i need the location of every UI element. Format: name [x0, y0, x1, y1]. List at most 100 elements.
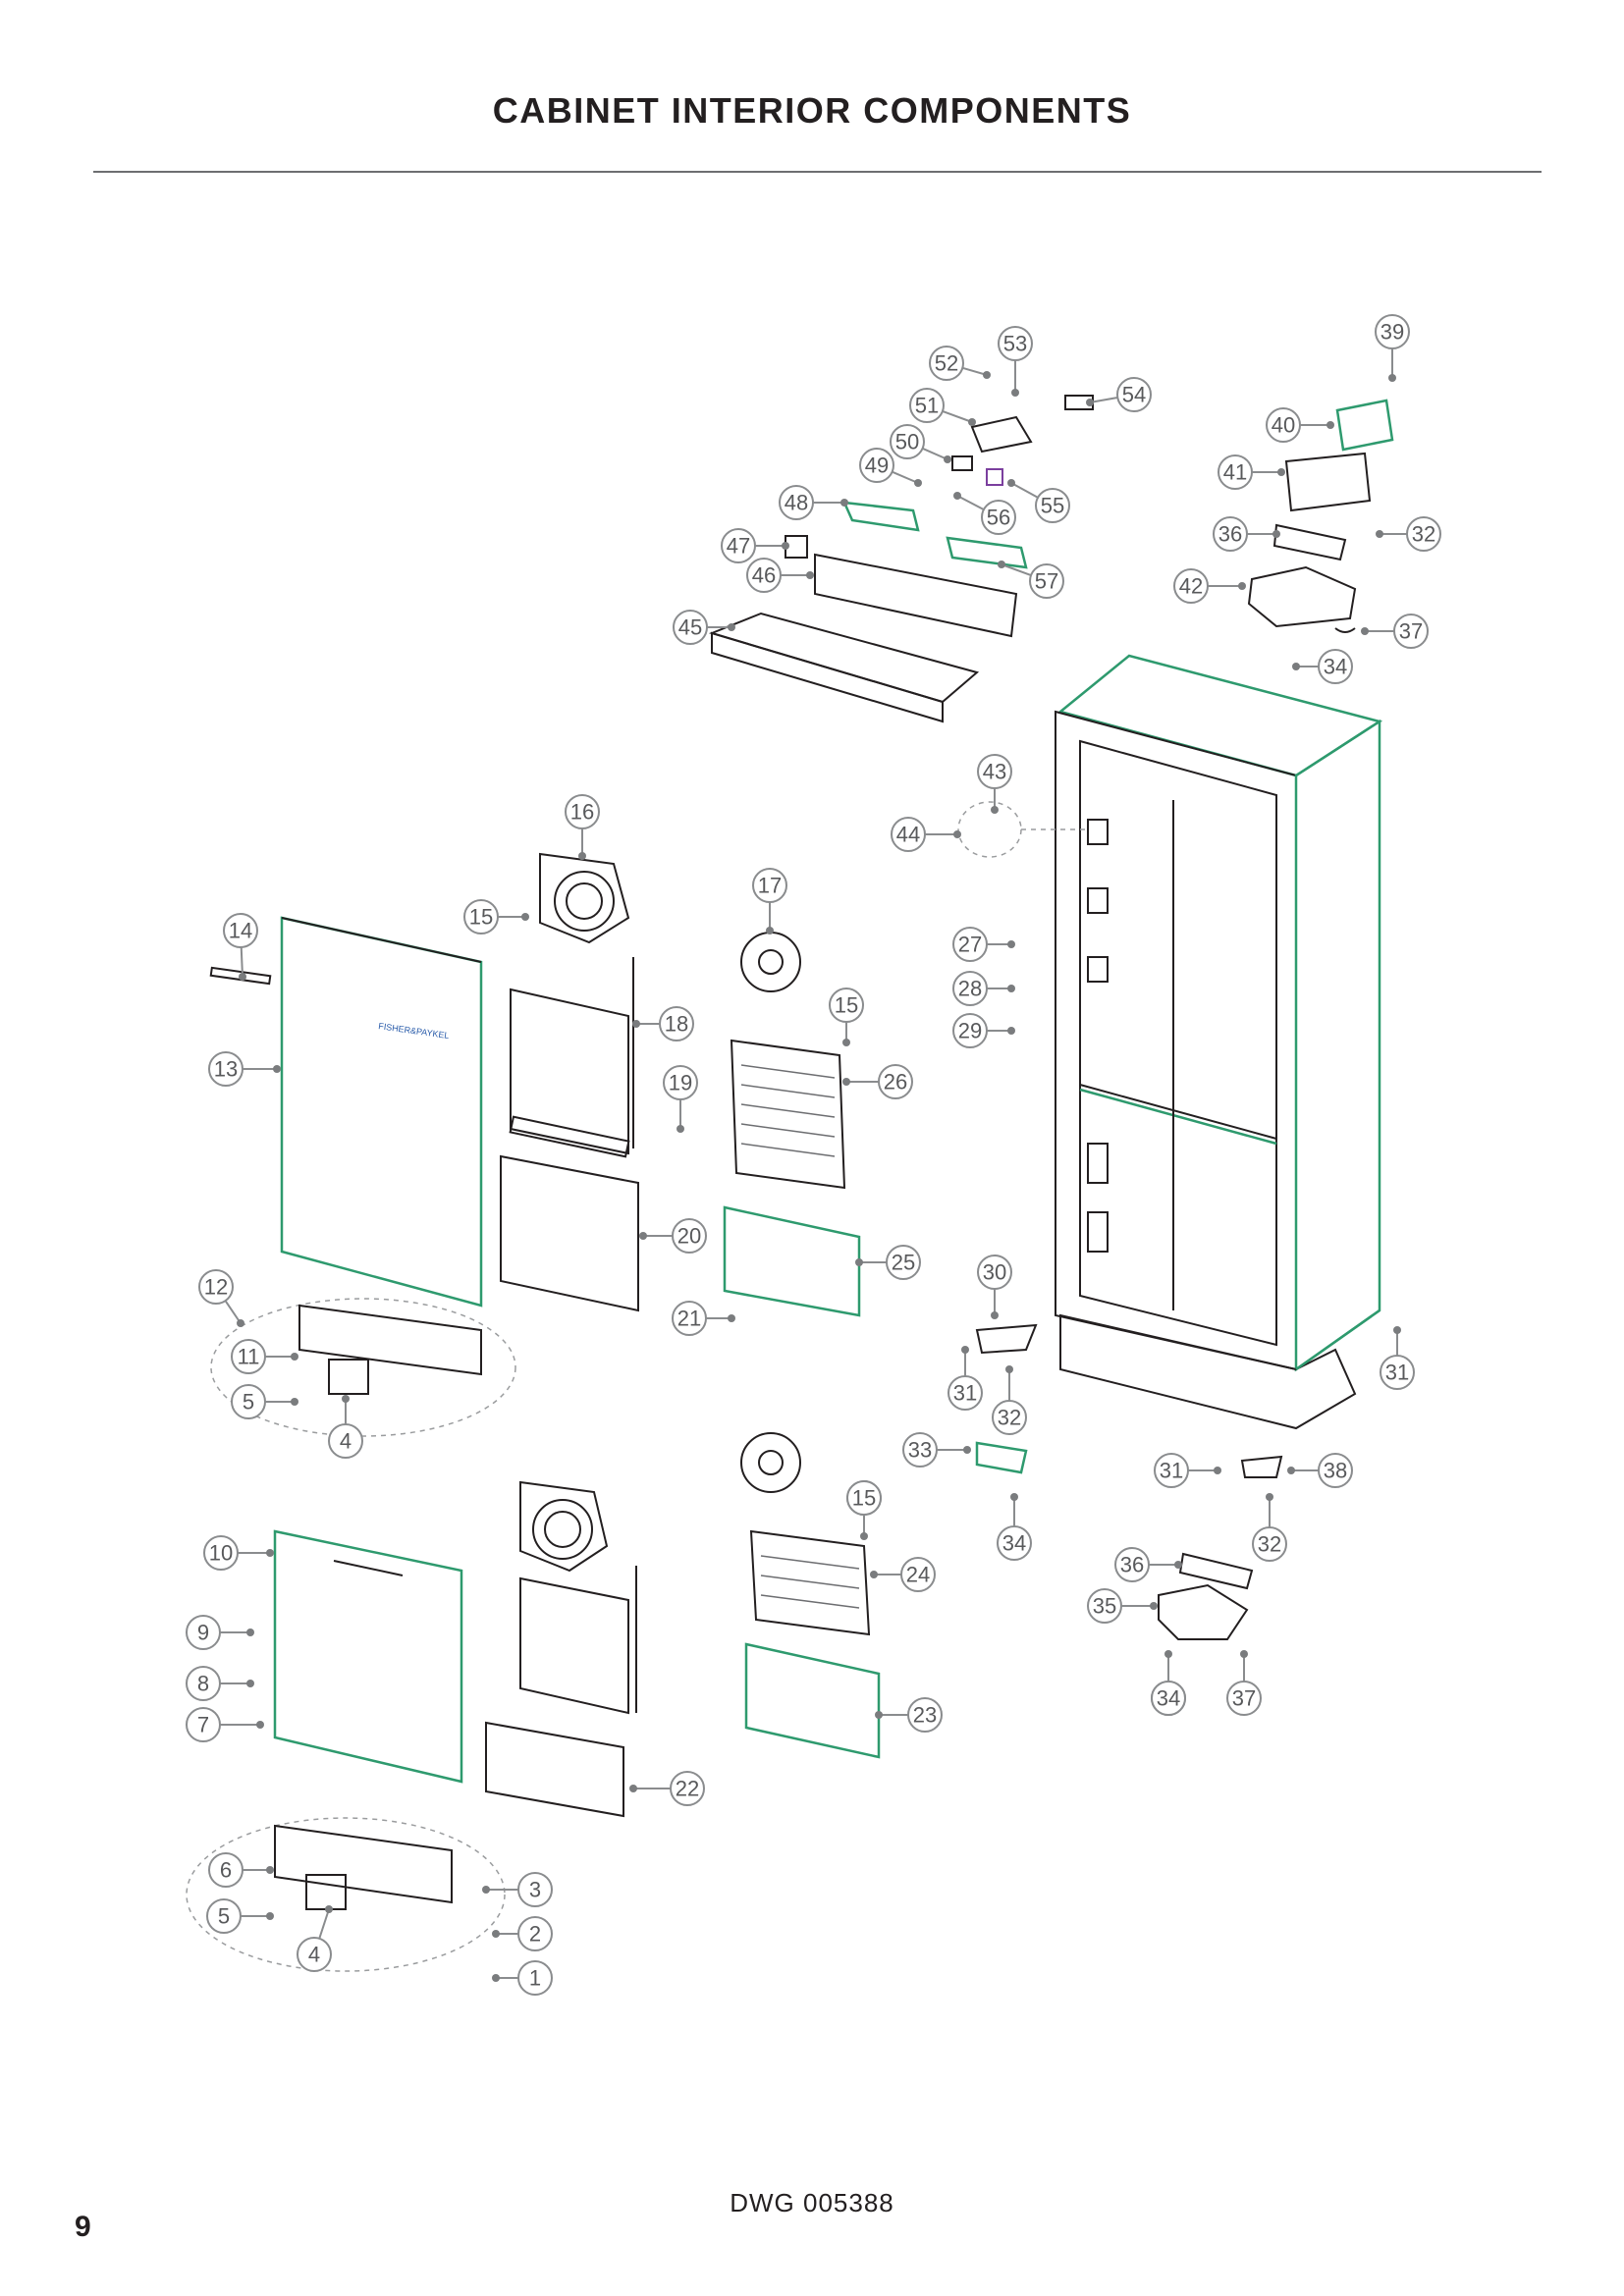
callout-number: 48 [785, 491, 808, 515]
callout-53: 53 [998, 326, 1033, 397]
callout-7: 7 [186, 1707, 264, 1742]
callout-32: 32 [992, 1365, 1027, 1435]
callout-2: 2 [492, 1916, 553, 1951]
cabinet-body [1055, 654, 1383, 1430]
callout-37: 37 [1361, 614, 1429, 649]
callout-57: 57 [998, 561, 1064, 599]
callout-4: 4 [297, 1905, 333, 1972]
callout-52: 52 [929, 346, 991, 381]
callout-26: 26 [842, 1064, 913, 1099]
callout-number: 46 [752, 563, 776, 588]
callout-number: 33 [908, 1438, 932, 1463]
callout-number: 34 [1324, 655, 1347, 679]
page-number: 9 [75, 2211, 91, 2243]
callout-19: 19 [663, 1065, 698, 1133]
callout-number: 18 [665, 1012, 688, 1037]
callout-35: 35 [1087, 1588, 1158, 1624]
callout-number: 43 [983, 760, 1006, 784]
blower-lower [519, 1480, 609, 1573]
evaporator-lower [749, 1529, 871, 1636]
callout-number: 14 [229, 919, 252, 943]
callout-number: 41 [1223, 460, 1247, 485]
bracket-38 [1240, 1455, 1283, 1478]
callout-number: 55 [1041, 494, 1064, 518]
door-panel-upper: FISHER&PAYKEL [209, 916, 483, 1308]
page-title: CABINET INTERIOR COMPONENTS [492, 90, 1132, 131]
callout-32: 32 [1376, 516, 1441, 552]
callout-number: 34 [1002, 1531, 1026, 1556]
callout-34: 34 [997, 1493, 1032, 1561]
callout-number: 40 [1272, 413, 1295, 438]
bracket-30 [975, 1323, 1038, 1355]
callout-22: 22 [629, 1771, 705, 1806]
callout-number: 11 [238, 1345, 260, 1369]
callout-4: 4 [328, 1395, 363, 1459]
callout-38: 38 [1287, 1453, 1353, 1488]
callout-number: 29 [958, 1019, 982, 1043]
callout-number: 19 [669, 1071, 692, 1095]
svg-text:FISHER&PAYKEL: FISHER&PAYKEL [378, 1021, 450, 1041]
callout-number: 45 [678, 615, 702, 640]
callout-number: 15 [835, 993, 858, 1018]
door-panel-lower [273, 1529, 463, 1784]
callout-17: 17 [752, 868, 787, 934]
callout-25: 25 [855, 1245, 921, 1280]
hinge-cover-upper [298, 1304, 482, 1376]
callout-number: 36 [1120, 1553, 1144, 1577]
callout-16: 16 [565, 794, 600, 860]
callout-number: 30 [983, 1260, 1006, 1285]
callout-37: 37 [1226, 1650, 1262, 1716]
callout-3: 3 [482, 1872, 553, 1907]
callout-31: 31 [947, 1346, 983, 1411]
callout-number: 28 [958, 977, 982, 1001]
callout-36: 36 [1213, 516, 1280, 552]
callout-number: 16 [570, 800, 594, 825]
fan-housing-upper [1247, 399, 1394, 633]
callout-50: 50 [890, 424, 951, 463]
callout-number: 52 [935, 351, 958, 376]
callout-number: 31 [953, 1381, 977, 1406]
callout-34: 34 [1292, 649, 1353, 684]
callout-number: 56 [987, 506, 1010, 530]
callout-labels: 1234455678910111213141515151516171819202… [186, 314, 1441, 1996]
callout-29: 29 [952, 1013, 1015, 1048]
callout-number: 32 [998, 1406, 1021, 1430]
heater-frame-upper [509, 957, 634, 1158]
callout-number: 2 [529, 1922, 541, 1947]
callout-number: 37 [1232, 1686, 1256, 1711]
callout-56: 56 [953, 492, 1016, 535]
callout-27: 27 [952, 927, 1015, 962]
callout-48: 48 [779, 485, 848, 520]
callout-28: 28 [952, 971, 1015, 1006]
callout-36: 36 [1114, 1547, 1182, 1582]
callout-number: 4 [308, 1943, 320, 1967]
hinge-cover-lower [274, 1824, 453, 1904]
callout-32: 32 [1252, 1493, 1287, 1562]
callout-12: 12 [198, 1269, 244, 1327]
callout-34: 34 [1151, 1681, 1186, 1716]
callout-number: 34 [1157, 1686, 1180, 1711]
callout-number: 31 [1160, 1459, 1183, 1483]
callout-8: 8 [186, 1666, 254, 1701]
cross-rail-assembly [708, 535, 1018, 723]
callout-number: 27 [958, 933, 982, 957]
callout-number: 47 [727, 534, 750, 559]
bracket-36-lower [1178, 1552, 1254, 1590]
callout-5: 5 [231, 1384, 298, 1419]
callout-number: 42 [1179, 574, 1203, 599]
callout-31: 31 [1154, 1453, 1221, 1488]
callout-11: 11 [231, 1339, 298, 1374]
callout-number: 50 [895, 430, 919, 454]
callout-42: 42 [1173, 568, 1246, 604]
callout-30: 30 [977, 1255, 1012, 1319]
callout-number: 1 [529, 1966, 541, 1991]
callout-21: 21 [672, 1301, 735, 1336]
callout-14: 14 [223, 913, 258, 981]
callout-number: 4 [340, 1429, 352, 1454]
bracket-33 [975, 1441, 1028, 1474]
callout-number: 57 [1035, 569, 1058, 594]
callout-number: 6 [220, 1858, 232, 1883]
callout-number: 32 [1258, 1532, 1281, 1557]
cover-lower [485, 1721, 624, 1818]
callout-number: 25 [892, 1251, 915, 1275]
